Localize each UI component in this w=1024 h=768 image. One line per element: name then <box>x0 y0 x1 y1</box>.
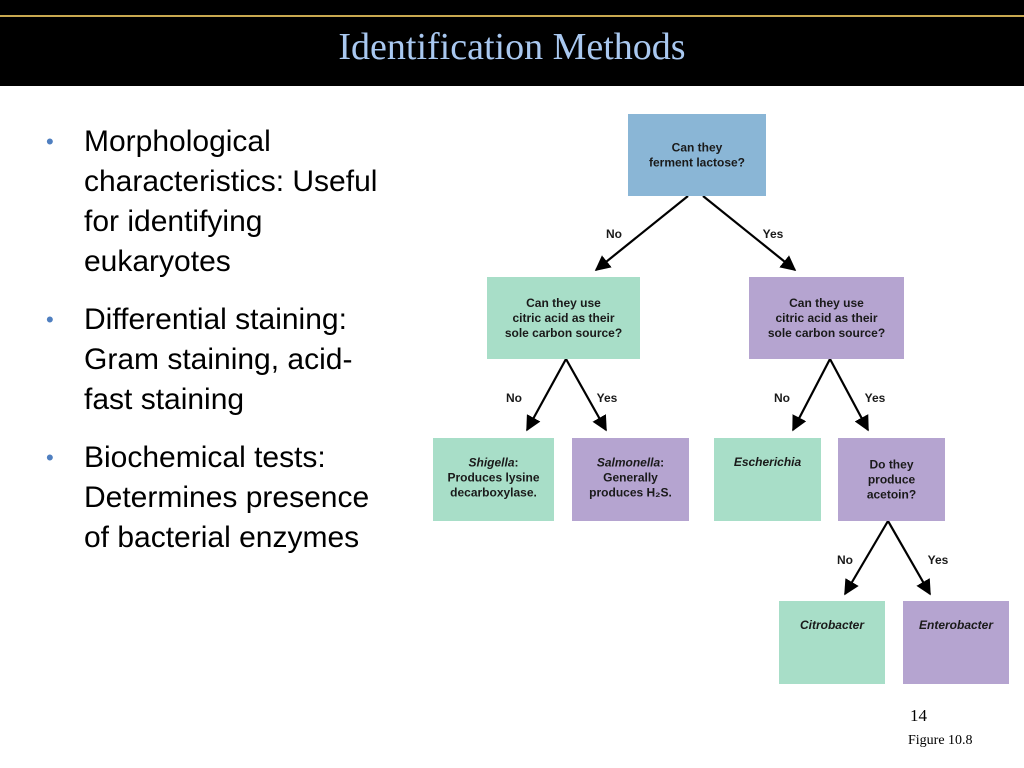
enterobacter-node: Enterobacter <box>903 601 1009 684</box>
figure-reference: Figure 10.8 <box>908 733 973 748</box>
edge-root-yes-label: Yes <box>763 227 784 241</box>
edge-right-yes-label: Yes <box>865 391 886 405</box>
node-box <box>628 114 766 196</box>
edge-left-yes-label: Yes <box>597 391 618 405</box>
node-text: acetoin? <box>867 488 916 502</box>
node-text: Salmonella: <box>597 456 664 470</box>
node-text: ferment lactose? <box>649 156 745 170</box>
edge-root-no-arrow <box>594 195 689 271</box>
bullet-text: Biochemical tests: Determines presence o… <box>84 441 370 554</box>
edge-root-yes-arrow <box>702 195 797 271</box>
node-text: Escherichia <box>734 455 802 469</box>
node-text: Generally <box>603 471 658 485</box>
flowchart-edges <box>526 195 931 596</box>
node-text: Can they use <box>526 296 601 310</box>
edge-right-no-arrow <box>792 358 831 432</box>
edge-acetoin-yes-label: Yes <box>928 553 949 567</box>
node-box <box>572 438 689 521</box>
node-text: Do they <box>869 458 913 472</box>
node-text: produces H₂S. <box>589 486 672 500</box>
page-number: 14 <box>910 706 927 725</box>
edge-right-yes-arrow <box>829 358 869 432</box>
edge-left-yes-arrow <box>565 358 607 432</box>
bullet-item: • Morphological characteristics: Useful … <box>40 122 400 282</box>
node-text: decarboxylase. <box>450 486 537 500</box>
title-bar <box>0 0 1024 86</box>
bullet-icon: • <box>46 129 54 154</box>
edge-root-no-label: No <box>606 227 622 241</box>
node-text: Can they use <box>789 296 864 310</box>
bullet-item: • Differential staining: Gram staining, … <box>40 300 400 420</box>
edge-left-no-arrow <box>526 358 567 432</box>
node-text: Shigella: <box>468 456 518 470</box>
node-text: Can they <box>672 141 723 155</box>
bullet-list: • Morphological characteristics: Useful … <box>40 122 400 576</box>
node-text: Citrobacter <box>800 618 865 632</box>
node-text: citric acid as their <box>775 311 877 325</box>
edge-right-no-label: No <box>774 391 790 405</box>
escherichia-node: Escherichia <box>714 438 821 521</box>
bullet-item: • Biochemical tests: Determines presence… <box>40 438 400 558</box>
bullet-text: Morphological characteristics: Useful fo… <box>84 125 378 278</box>
node-box <box>903 601 1009 684</box>
edge-acetoin-yes-arrow <box>887 520 931 596</box>
node-text: Enterobacter <box>919 618 994 632</box>
node-text: citric acid as their <box>512 311 614 325</box>
node-box <box>838 438 945 521</box>
node-box <box>779 601 885 684</box>
node-text: sole carbon source? <box>505 326 622 340</box>
node-text: Produces lysine <box>447 471 539 485</box>
node-box <box>487 277 640 359</box>
bullet-text: Differential staining: Gram staining, ac… <box>84 303 353 416</box>
node-text: sole carbon source? <box>768 326 885 340</box>
title-accent-line <box>0 15 1024 17</box>
citrobacter-node: Citrobacter <box>779 601 885 684</box>
bullet-icon: • <box>46 307 54 332</box>
node-box <box>433 438 554 521</box>
edge-acetoin-no-arrow <box>844 520 889 596</box>
bullet-icon: • <box>46 445 54 470</box>
slide-title: Identification Methods <box>338 26 686 68</box>
node-text: produce <box>868 473 916 487</box>
edge-left-no-label: No <box>506 391 522 405</box>
edge-acetoin-no-label: No <box>837 553 853 567</box>
node-box <box>714 438 821 521</box>
node-box <box>749 277 904 359</box>
